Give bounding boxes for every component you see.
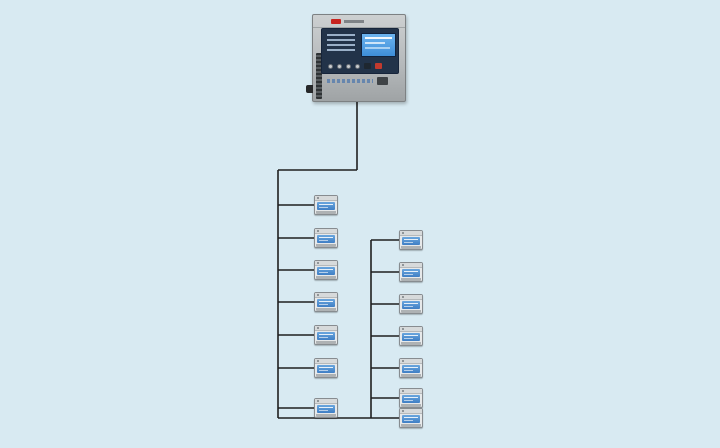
detector-cap: [400, 389, 422, 394]
detector-base: [401, 342, 421, 345]
detector-label: [402, 269, 420, 277]
brand-text: [344, 20, 364, 23]
detector-base: [316, 308, 336, 311]
detector-label: [402, 237, 420, 245]
gas-detector: [399, 294, 423, 314]
detector-label: [402, 395, 420, 403]
detector-base: [401, 246, 421, 249]
model-text: [327, 79, 373, 83]
detector-base: [316, 244, 336, 247]
display-panel: [321, 28, 399, 74]
detector-cap: [400, 231, 422, 236]
detector-label: [317, 332, 335, 340]
side-connector-icon: [306, 85, 313, 93]
gas-detector: [399, 326, 423, 346]
function-key-icon: [364, 63, 371, 69]
detector-cap: [400, 263, 422, 268]
detector-label: [402, 301, 420, 309]
detector-cap: [315, 196, 337, 201]
speaker-grille-icon: [316, 53, 322, 99]
detector-cap: [315, 261, 337, 266]
detector-base: [316, 341, 336, 344]
panel-button-icon: [346, 63, 351, 69]
detector-base: [401, 310, 421, 313]
detector-base: [401, 374, 421, 377]
detector-base: [316, 211, 336, 214]
detector-base: [316, 374, 336, 377]
controller-unit: [306, 14, 406, 102]
detector-base: [401, 404, 421, 407]
detector-base: [401, 424, 421, 427]
gas-detector: [314, 325, 338, 345]
detector-cap: [315, 229, 337, 234]
gas-detector: [399, 230, 423, 250]
gas-detector: [314, 358, 338, 378]
panel-button-icon: [328, 63, 333, 69]
indicator-lights: [327, 34, 355, 54]
detector-label: [317, 299, 335, 307]
detector-label: [317, 202, 335, 210]
brand-logo-icon: [331, 19, 341, 24]
detector-cap: [400, 295, 422, 300]
detector-label: [317, 365, 335, 373]
detector-cap: [315, 326, 337, 331]
detector-cap: [315, 359, 337, 364]
gas-detector: [399, 358, 423, 378]
detector-label: [402, 333, 420, 341]
detector-cap: [315, 399, 337, 404]
detector-label: [317, 267, 335, 275]
detector-cap: [400, 409, 422, 414]
detector-label: [317, 235, 335, 243]
gas-detector: [314, 292, 338, 312]
panel-button-icon: [337, 63, 342, 69]
gas-detector: [399, 408, 423, 428]
control-buttons: [328, 63, 382, 69]
gas-detector: [399, 388, 423, 408]
detector-label: [402, 415, 420, 423]
panel-button-icon: [355, 63, 360, 69]
gas-detector: [314, 228, 338, 248]
gas-detector: [314, 398, 338, 418]
detector-base: [401, 278, 421, 281]
key-switch-icon: [377, 77, 388, 85]
detector-cap: [315, 293, 337, 298]
gas-detector: [314, 260, 338, 280]
detector-base: [316, 276, 336, 279]
alarm-key-icon: [375, 63, 382, 69]
detector-label: [317, 405, 335, 413]
detector-base: [316, 414, 336, 417]
lcd-screen-icon: [361, 33, 396, 57]
controller-top-band: [313, 15, 405, 28]
detector-label: [402, 365, 420, 373]
gas-detector: [314, 195, 338, 215]
gas-detector: [399, 262, 423, 282]
detector-cap: [400, 359, 422, 364]
detector-cap: [400, 327, 422, 332]
